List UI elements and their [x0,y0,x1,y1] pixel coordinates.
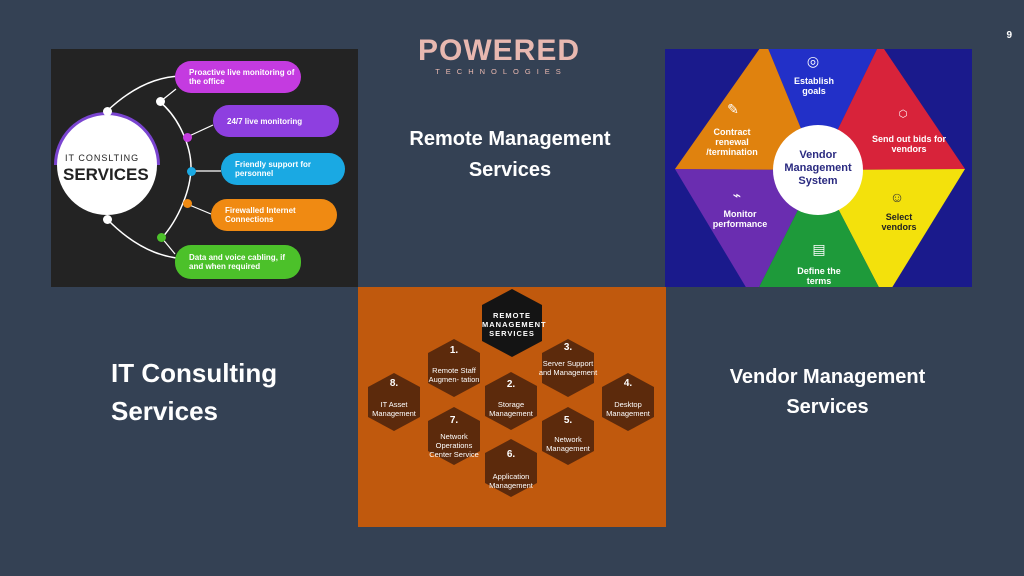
bid-icon: ⬡ [898,109,908,120]
remote-hexagons [368,289,654,497]
hex-number: 1. [449,345,459,356]
it-item-pill: Proactive live monitoring of the office [175,61,301,93]
hex-number: 6. [506,449,516,460]
hex-label: Network Operations Center Service [429,432,479,459]
connector-dot [103,107,112,116]
person-icon: ☺ [889,189,905,205]
hex-number: 2. [506,379,516,390]
connector-dot [183,133,192,142]
vendor-segment-label: Establish goals [793,76,834,96]
connector-dot [183,199,192,208]
vendor-management-image: Vendor Management System ◎ Establish goa… [665,49,972,287]
connector-dot [156,97,165,106]
page-number: 9 [1006,30,1012,41]
connector-dot [187,167,196,176]
remote-caption: Remote Management Services [409,128,611,181]
hex-label: Server Support and Management [538,359,598,377]
hex-label: Network Management [546,435,590,453]
vendor-segment-label: Send out bids for vendors [872,134,946,154]
hex-number: 7. [449,415,459,426]
vendor-center-label: Vendor Management System [784,149,852,187]
document-icon: ▤ [812,241,826,257]
hex-number: 5. [563,415,573,426]
it-title-line2: SERVICES [63,165,149,184]
it-services-circle [57,115,157,215]
hex-label: IT Asset Management [372,400,416,418]
vendor-segment-label: Contract renewal /termination [706,127,758,157]
it-title-line1: IT CONSLTING [65,153,140,163]
hex-label: Remote Staff Augmen- tation [428,366,480,384]
contract-icon: ✎ [727,101,739,117]
vendor-wheel [675,49,965,287]
vendor-caption: Vendor Management Services [729,366,926,418]
vendor-segment-label: Define the terms [797,266,841,286]
hex-label: Storage Management [489,400,533,418]
connector-dot [103,215,112,224]
it-item-pill: 24/7 live monitoring [213,105,339,137]
hex-number: 8. [389,378,399,389]
hex-number: 4. [623,378,633,389]
logo-sub-text: TECHNOLOGIES [435,67,567,76]
target-icon: ◎ [806,53,820,69]
hex-number: 3. [563,342,573,353]
it-consulting-image: IT CONSLTING SERVICES Proactive live mon… [51,49,358,287]
it-item-pill: Data and voice cabling, if and when requ… [175,245,301,279]
logo: POWERED TECHNOLOGIES [418,34,581,77]
it-caption: IT Consulting Services [111,358,278,426]
it-item-pill: Friendly support for personnel [221,153,345,185]
hex-label: Desktop Management [606,400,650,418]
connector-dot [157,233,166,242]
remote-title: REMOTE MANAGEMENT SERVICES [482,311,547,338]
it-item-pill: Firewalled Internet Connections [211,199,337,231]
remote-management-image: REMOTE MANAGEMENT SERVICES 1. Remote Sta… [358,287,666,527]
vendor-segment-label: Monitor performance [712,209,768,229]
monitor-icon: ⌁ [732,187,742,203]
vendor-center-circle [773,125,863,215]
logo-main-text: POWERED [418,34,581,67]
vendor-segment-label: Select vendors [881,212,917,232]
hex-label: Application Management [489,472,533,490]
